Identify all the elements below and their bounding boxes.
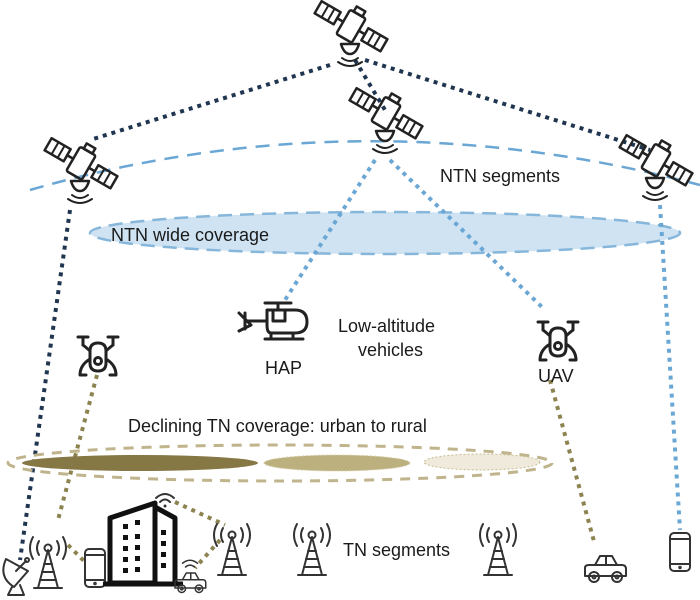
link-right-sat-to-phone bbox=[658, 204, 682, 531]
link-drone-to-tower bbox=[56, 374, 99, 521]
hap-label: HAP bbox=[265, 358, 302, 378]
suburban-coverage bbox=[263, 454, 411, 472]
tn-coverage-outline bbox=[6, 443, 554, 483]
helicopter-hap-icon bbox=[237, 301, 309, 341]
car-2-icon bbox=[584, 555, 627, 583]
link-top-to-middle-sat bbox=[353, 58, 387, 112]
tn-segments-label: TN segments bbox=[343, 540, 450, 560]
building-icon bbox=[103, 493, 183, 587]
rural-coverage bbox=[423, 453, 541, 471]
ntn-links bbox=[283, 158, 682, 531]
smartphone-2-icon bbox=[669, 532, 691, 572]
car-1-icon bbox=[174, 559, 207, 594]
link-top-to-left-sat bbox=[89, 63, 331, 142]
tn-links bbox=[56, 374, 597, 570]
cell-tower-4-icon bbox=[479, 523, 517, 576]
satellite-dish-icon bbox=[2, 557, 30, 596]
declining-tn-coverage-label: Declining TN coverage: urban to rural bbox=[128, 416, 427, 436]
ntn-segments-label: NTN segments bbox=[440, 166, 560, 186]
link-top-to-right-sat bbox=[364, 58, 651, 152]
drone-left-icon bbox=[76, 335, 120, 377]
uav-label: UAV bbox=[538, 366, 574, 386]
cell-tower-1-icon bbox=[29, 536, 67, 589]
smartphone-1-icon bbox=[84, 548, 106, 588]
satellite-top-icon bbox=[309, 0, 396, 68]
ntn-wide-coverage-label: NTN wide coverage bbox=[111, 225, 269, 245]
satellite-left-icon bbox=[39, 125, 126, 205]
cell-tower-2-icon bbox=[213, 523, 251, 576]
satellite-right-icon bbox=[614, 122, 700, 202]
urban-coverage bbox=[22, 455, 258, 471]
link-tower-to-phone bbox=[66, 543, 87, 564]
satellite-links bbox=[18, 58, 651, 561]
ntn-segments-arc bbox=[29, 139, 700, 192]
link-middle-sat-to-hap bbox=[283, 158, 377, 302]
link-tower-to-car bbox=[193, 538, 222, 570]
link-uav-to-car bbox=[548, 379, 597, 546]
uav-drone-icon bbox=[536, 320, 580, 362]
ntn-wide-coverage-area bbox=[88, 210, 682, 256]
link-building-to-tower bbox=[174, 500, 226, 527]
cell-tower-3-icon bbox=[293, 523, 331, 576]
low-altitude-label-line2: vehicles bbox=[358, 340, 423, 360]
low-altitude-label-line1: Low-altitude bbox=[338, 316, 435, 336]
